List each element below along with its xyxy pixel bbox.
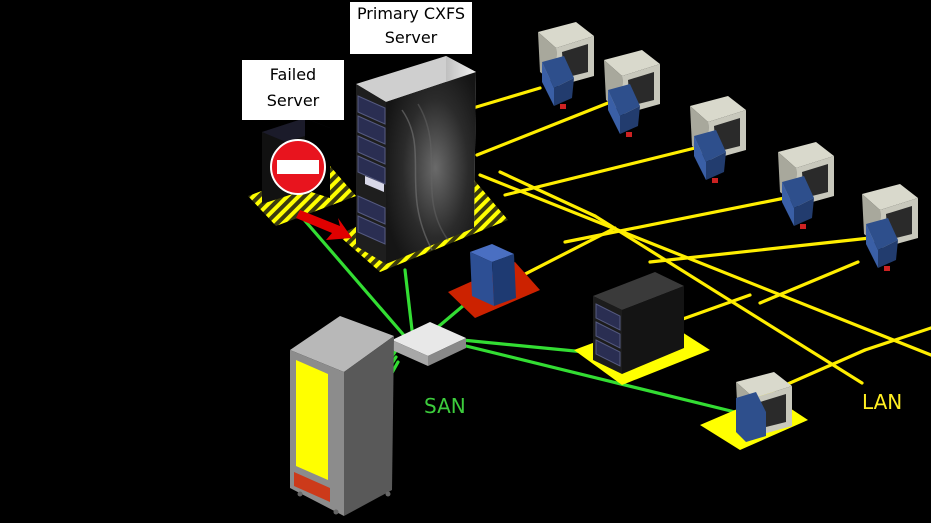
storage-rack <box>290 316 394 516</box>
fc-switch <box>392 322 466 366</box>
primary-label-line2: Server <box>384 28 438 47</box>
failed-server-label: Failed Server <box>242 60 344 120</box>
workstation <box>778 142 834 229</box>
primary-cxfs-server-label: Primary CXFS Server <box>350 2 472 54</box>
san-label: SAN <box>424 394 466 418</box>
workstation <box>538 22 594 109</box>
failed-server <box>248 118 356 226</box>
workstation <box>862 184 918 271</box>
client-workstation <box>700 372 808 450</box>
workstation <box>690 96 746 183</box>
failed-label-line1: Failed <box>269 65 317 84</box>
storage-panel <box>296 360 328 480</box>
failed-label-line2: Server <box>266 91 320 110</box>
workstation <box>604 50 660 137</box>
blue-storage-device <box>448 244 540 318</box>
lan-label: LAN <box>862 390 903 414</box>
no-entry-icon <box>270 139 326 195</box>
arrow-icon <box>296 210 352 240</box>
primary-cxfs-server <box>338 56 508 272</box>
metadata-server <box>574 272 710 385</box>
drive-bays <box>357 95 386 245</box>
primary-label-line1: Primary CXFS <box>356 4 466 23</box>
